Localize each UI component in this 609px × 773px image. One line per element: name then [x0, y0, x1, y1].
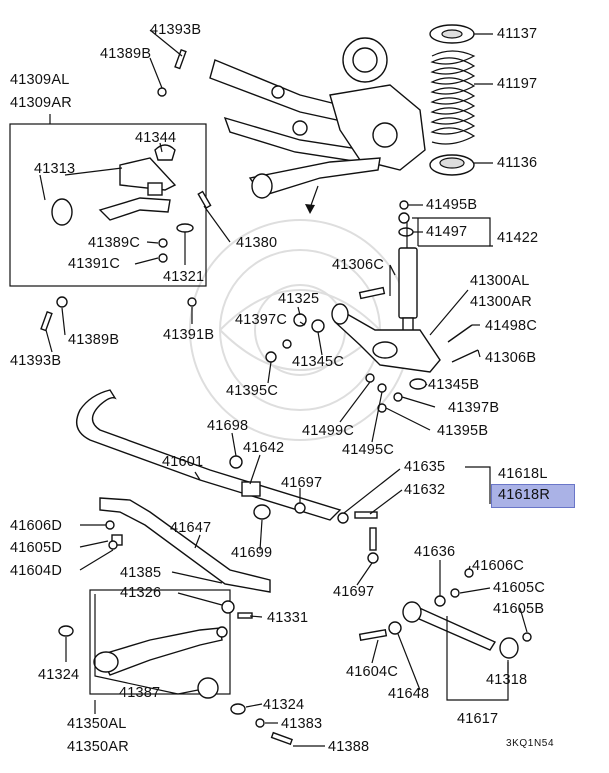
- stabilizer-bar: [76, 389, 379, 564]
- label-41388[interactable]: 41388: [328, 739, 370, 755]
- lower-control-arm-rear: [265, 286, 479, 413]
- label-41389b-top[interactable]: 41389B: [100, 46, 152, 62]
- label-41635[interactable]: 41635: [404, 459, 446, 475]
- label-41324-left[interactable]: 41324: [38, 667, 80, 683]
- label-41345c[interactable]: 41345C: [292, 354, 344, 370]
- label-41495b[interactable]: 41495B: [426, 197, 478, 213]
- label-41632[interactable]: 41632: [404, 482, 446, 498]
- label-41137[interactable]: 41137: [497, 26, 538, 42]
- label-41617[interactable]: 41617: [457, 711, 499, 727]
- label-41395c[interactable]: 41395C: [226, 383, 278, 399]
- label-41499c[interactable]: 41499C: [302, 423, 354, 439]
- label-41601[interactable]: 41601: [162, 454, 204, 470]
- coil-spring: [429, 24, 476, 176]
- label-41498c[interactable]: 41498C: [485, 318, 537, 334]
- highlighted-part-box: [491, 484, 575, 508]
- label-41642[interactable]: 41642: [243, 440, 285, 456]
- lateral-link: [358, 568, 532, 659]
- label-41606d[interactable]: 41606D: [10, 518, 62, 534]
- label-41380[interactable]: 41380: [236, 235, 278, 251]
- label-41331[interactable]: 41331: [267, 610, 309, 626]
- label-41318[interactable]: 41318: [486, 672, 528, 688]
- label-41697-bottom[interactable]: 41697: [333, 584, 375, 600]
- label-41604d[interactable]: 41604D: [10, 563, 62, 579]
- label-41422[interactable]: 41422: [497, 230, 539, 246]
- label-41393b-top[interactable]: 41393B: [150, 22, 202, 38]
- label-41350al[interactable]: 41350AL: [67, 716, 127, 732]
- label-41344[interactable]: 41344: [135, 130, 177, 146]
- label-41345b[interactable]: 41345B: [428, 377, 480, 393]
- lower-arm-group-box: [89, 589, 231, 695]
- label-41197[interactable]: 41197: [497, 76, 538, 92]
- image-code: 3KQ1N54: [506, 738, 555, 749]
- label-41495c[interactable]: 41495C: [342, 442, 394, 458]
- rear-knuckle-assembly: [209, 37, 426, 199]
- label-41648[interactable]: 41648: [388, 686, 430, 702]
- label-41326[interactable]: 41326: [120, 585, 162, 601]
- label-41300al[interactable]: 41300AL: [470, 273, 530, 289]
- label-41699[interactable]: 41699: [231, 545, 273, 561]
- leader-lines: [39, 29, 528, 747]
- label-41605b[interactable]: 41605B: [493, 601, 545, 617]
- label-41647[interactable]: 41647: [170, 520, 212, 536]
- label-41136[interactable]: 41136: [497, 155, 538, 171]
- direction-arrow-icon: [305, 185, 319, 214]
- label-41497[interactable]: 41497: [426, 224, 468, 240]
- label-41391c[interactable]: 41391C: [68, 256, 120, 272]
- label-41306b[interactable]: 41306B: [485, 350, 537, 366]
- label-41309ar[interactable]: 41309AR: [10, 95, 72, 111]
- label-41300ar[interactable]: 41300AR: [470, 294, 532, 310]
- label-41313[interactable]: 41313: [34, 161, 76, 177]
- label-41605d[interactable]: 41605D: [10, 540, 62, 556]
- label-41387[interactable]: 41387: [119, 685, 161, 701]
- label-41389b-bottom[interactable]: 41389B: [68, 332, 120, 348]
- label-41606c[interactable]: 41606C: [472, 558, 524, 574]
- label-41306c[interactable]: 41306C: [332, 257, 384, 273]
- label-41605c[interactable]: 41605C: [493, 580, 545, 596]
- label-41385[interactable]: 41385: [120, 565, 162, 581]
- label-41309al[interactable]: 41309AL: [10, 72, 70, 88]
- label-41697-middle[interactable]: 41697: [281, 475, 323, 491]
- label-41618r[interactable]: 41618R: [498, 487, 550, 503]
- shock-absorber: [398, 200, 418, 339]
- label-41383[interactable]: 41383: [281, 716, 323, 732]
- label-41389c[interactable]: 41389C: [88, 235, 140, 251]
- label-41350ar[interactable]: 41350AR: [67, 739, 129, 755]
- label-41604c[interactable]: 41604C: [346, 664, 398, 680]
- label-41393b-bottom[interactable]: 41393B: [10, 353, 62, 369]
- label-41321[interactable]: 41321: [163, 269, 205, 285]
- upper-arm-parts: [40, 48, 212, 332]
- label-41618l[interactable]: 41618L: [498, 466, 548, 482]
- label-41325[interactable]: 41325: [278, 291, 320, 307]
- crossmember-bracket: [99, 497, 271, 593]
- lower-arm-front: [58, 600, 293, 746]
- label-41397b[interactable]: 41397B: [448, 400, 500, 416]
- label-41395b[interactable]: 41395B: [437, 423, 489, 439]
- label-41391b[interactable]: 41391B: [163, 327, 215, 343]
- label-41698[interactable]: 41698: [207, 418, 249, 434]
- label-41636[interactable]: 41636: [414, 544, 456, 560]
- label-41397c[interactable]: 41397C: [235, 312, 287, 328]
- label-41324-bottom[interactable]: 41324: [263, 697, 305, 713]
